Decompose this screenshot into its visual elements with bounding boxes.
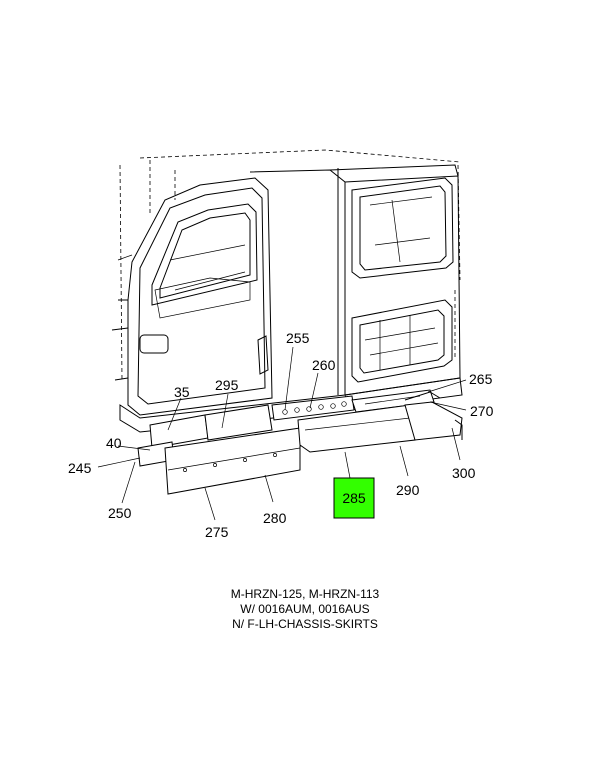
caption-line-3: N/ F-LH-CHASSIS-SKIRTS (232, 617, 378, 631)
callout-285: 285 (342, 490, 366, 506)
callout-35: 35 (174, 384, 190, 400)
highlight-box[interactable] (333, 477, 375, 519)
caption-line-2: W/ 0016AUM, 0016AUS (240, 602, 370, 616)
callout-280: 280 (263, 510, 287, 526)
skirt-parts (137, 389, 463, 495)
highlight-285[interactable]: 285 (333, 477, 375, 519)
cab-outline-dashed (119, 149, 461, 381)
callout-labels: 35 40 245 250 255 260 265 270 275 280 29… (68, 330, 494, 540)
callout-255: 255 (286, 330, 310, 346)
callout-275: 275 (205, 524, 229, 540)
leader-lines (97, 346, 467, 521)
caption-line-1: M-HRZN-125, M-HRZN-113 (230, 587, 380, 601)
callout-260: 260 (312, 357, 336, 373)
callout-245: 245 (68, 460, 92, 476)
callout-40: 40 (106, 435, 122, 451)
cab-door (111, 177, 273, 416)
callout-250: 250 (108, 505, 132, 521)
cab-rear-panel (249, 164, 461, 396)
callout-295: 295 (215, 377, 239, 393)
callout-265: 265 (469, 371, 493, 387)
callout-300: 300 (452, 465, 476, 481)
callout-270: 270 (470, 403, 494, 419)
callout-290: 290 (396, 482, 420, 498)
